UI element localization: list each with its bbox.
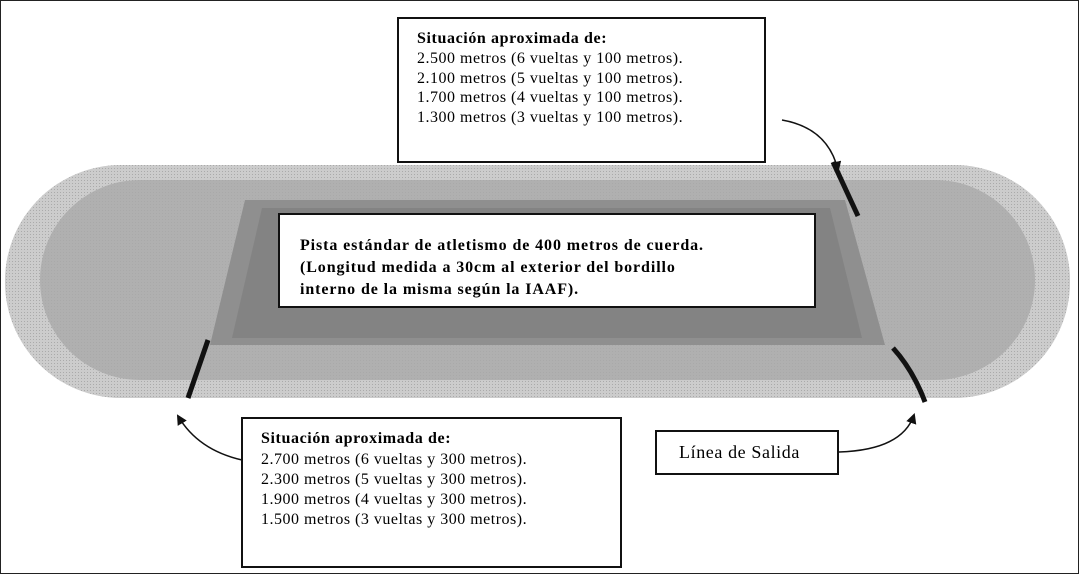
top-box-line: 1.700 metros (4 vueltas y 100 metros).	[417, 89, 684, 107]
track-description-line: (Longitud medida a 30cm al exterior del …	[300, 259, 676, 276]
bottom-box-line: 1.500 metros (3 vueltas y 300 metros).	[261, 511, 528, 528]
bottom-box-line: 2.300 metros (5 vueltas y 300 metros).	[261, 471, 528, 488]
bottom-box-line: 1.900 metros (4 vueltas y 300 metros).	[261, 491, 528, 508]
track-description-box: Pista estándar de atletismo de 400 metro…	[278, 213, 816, 308]
top-position-box: Situación aproximada de: 2.500 metros (6…	[397, 17, 766, 163]
bottom-position-box: Situación aproximada de: 2.700 metros (6…	[241, 417, 622, 568]
start-line-label: Línea de Salida	[679, 442, 800, 462]
top-box-line: 1.300 metros (3 vueltas y 100 metros).	[417, 109, 684, 127]
start-line-mark	[891, 346, 928, 403]
arrow-start	[838, 413, 917, 453]
arrow-top	[781, 119, 842, 173]
track-description-line: interno de la misma según la IAAF).	[300, 281, 580, 298]
top-box-line: 2.100 metros (5 vueltas y 100 metros).	[417, 69, 684, 87]
bottom-box-line: 2.700 metros (6 vueltas y 300 metros).	[261, 451, 528, 468]
top-box-heading: Situación aproximada de:	[417, 30, 608, 47]
arrow-bottom-left	[176, 414, 243, 461]
track-description-line: Pista estándar de atletismo de 400 metro…	[300, 237, 704, 254]
top-box-line: 2.500 metros (6 vueltas y 100 metros).	[417, 50, 684, 67]
start-line-box: Línea de Salida	[655, 430, 839, 475]
bottom-box-heading: Situación aproximada de:	[261, 430, 452, 447]
mark-300m	[185, 339, 211, 399]
